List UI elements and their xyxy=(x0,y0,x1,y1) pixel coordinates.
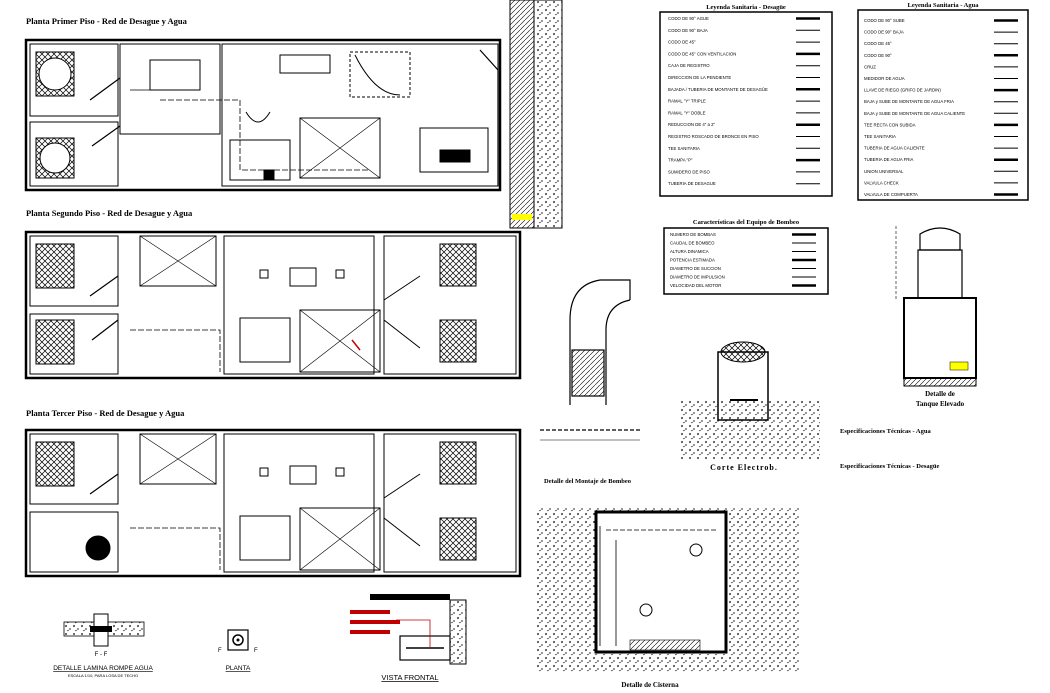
cisterna-detail: Detalle del Montaje de Bombeo Detalle de… xyxy=(536,478,800,689)
pump-table: Características del Equipo de Bombeo xyxy=(663,219,829,295)
legend-drain-item-label: BAJADA / TUBERIA DE MONTANTE DE DESAGÜE xyxy=(668,87,768,92)
spec-water-title: Especificaciones Técnicas - Agua xyxy=(840,428,931,435)
legend-water-item-label: VALVULA CHECK xyxy=(864,180,899,185)
legend-water-item-label: CRUZ xyxy=(864,64,876,69)
legend-drain-item-label: CODO DE 45° CON VENTILACION xyxy=(668,51,736,56)
vista-frontal-detail: VISTA FRONTAL xyxy=(350,594,467,682)
detalle-lamina-sub: ESCALA 1/10, PARA LOSA DE TECHO xyxy=(68,673,138,678)
legend-drain-item-label: TRAMPA "P" xyxy=(668,158,693,163)
pump-pipe-detail xyxy=(540,279,640,441)
legend-water-item-label: TEE RECTA CON SUBIDA xyxy=(864,122,916,127)
legend-water-rows: CODO DE 90° SUBE CODO DE 90° BAJA CODO DE … xyxy=(864,18,1018,197)
floor-plan-2 xyxy=(24,230,522,380)
legend-drain-item-label: TUBERIA DE DESAGUE xyxy=(668,181,716,186)
floor-plan-1 xyxy=(24,38,502,192)
legend-water-item-label: BAJA y SUBE DE MONTANTE DE AGUA CALIENTE xyxy=(864,111,965,116)
legend-drain-item-label: CODO DE 90° BAJA xyxy=(668,28,708,33)
legend-water-title: Leyenda Sanitaria - Agua xyxy=(908,2,980,9)
legend-water-item-label: TEE SANITARIA xyxy=(864,134,896,139)
tanque-elevado-detail: Detalle de Tanque Elevado xyxy=(895,226,977,408)
planta-label: PLANTA xyxy=(226,665,251,672)
tanque-elevado-label: Tanque Elevado xyxy=(916,400,965,408)
wall-section-strip xyxy=(509,0,563,229)
ff-label: F - F xyxy=(95,652,108,658)
detalle-lamina-label: DETALLE LAMINA ROMPE AGUA xyxy=(53,665,153,672)
detalle-tanque-label: Detalle de xyxy=(925,390,955,398)
lamina-rompe-agua-detail: F - F DETALLE LAMINA ROMPE AGUA ESCALA 1… xyxy=(53,613,153,678)
detalle-cisterna-label: Detalle de Cisterna xyxy=(621,681,679,689)
montaje-bombeo-label: Detalle del Montaje de Bombeo xyxy=(544,478,631,485)
legend-water-item-label: UNION UNIVERSAL xyxy=(864,169,904,174)
planta-detail: F F PLANTA xyxy=(218,629,258,672)
legend-water-item-label: BAJA y SUBE DE MONTANTE DE AGUA FRIA xyxy=(864,99,954,104)
highlight-marker xyxy=(512,214,532,220)
corte-electrob-detail: Corte Electrob. xyxy=(680,341,820,472)
f-right: F xyxy=(254,648,258,654)
legend-water-item-label: CODO DE 45° xyxy=(864,41,892,46)
pump-row-label: ALTURA DINAMICA xyxy=(670,249,709,254)
legend-water-item-label: LLAVE DE RIEGO (GRIFO DE JARDIN) xyxy=(864,88,941,93)
legend-drain-item-label: CAJA DE REGISTRO xyxy=(668,63,710,68)
pump-row-label: DIAMETRO DE IMPULSION xyxy=(670,275,725,280)
pump-table-title: Características del Equipo de Bombeo xyxy=(693,219,799,226)
legend-water-item-label: CODO DE 90° SUBE xyxy=(864,18,905,23)
legend-water: Leyenda Sanitaria - Agua xyxy=(857,2,1029,201)
spec-drain-title: Especificaciones Técnicas - Desagüe xyxy=(840,463,939,470)
legend-drain-item-label: CODO DE 90° AGUE xyxy=(668,16,709,21)
legend-drain-item-label: RAMAL "Y" DOBLE xyxy=(668,110,706,115)
tank-highlight xyxy=(949,361,969,371)
vista-frontal-label: VISTA FRONTAL xyxy=(381,673,438,682)
pump-row-label: VELOCIDAD DEL MOTOR xyxy=(670,283,721,288)
legend-drain-item-label: TEE SANITARIA xyxy=(668,146,700,151)
specifications: Especificaciones Técnicas - Agua Especif… xyxy=(840,428,939,470)
legend-water-item-label: TUBERIA DE AGUA CALIENTE xyxy=(864,146,925,151)
legend-water-item-label: CODO DE 90° BAJA xyxy=(864,30,904,35)
floor1-title: Planta Primer Piso - Red de Desague y Ag… xyxy=(26,16,188,26)
legend-water-item-label: CODO DE 90° xyxy=(864,53,892,58)
legend-drain-item-label: CODO DE 45° xyxy=(668,40,696,45)
legend-water-item-label: MEDIDOR DE AGUA xyxy=(864,76,905,81)
floor2-title: Planta Segundo Piso - Red de Desague y A… xyxy=(26,208,193,218)
floor-plan-3 xyxy=(24,428,522,578)
legend-drain-item-label: REGISTRO ROSCADO DE BRONCE EN PISO xyxy=(668,134,759,139)
pump-table-rows: NUMERO DE BOMBAS CAUDAL DE BOMBEO ALTURA D… xyxy=(670,232,816,288)
legend-drain: Leyenda Sanitaria - Desagüe xyxy=(659,4,833,197)
pump-row-label: DIAMETRO DE SUCCION xyxy=(670,266,721,271)
pump-row-label: POTENCIA ESTIMADA xyxy=(670,258,715,263)
legend-drain-title: Leyenda Sanitaria - Desagüe xyxy=(706,4,786,11)
pump-row-label: CAUDAL DE BOMBEO xyxy=(670,241,715,246)
legend-water-item-label: VALVULA DE COMPUERTA xyxy=(864,192,918,197)
legend-drain-item-label: SUMIDERO DE PISO xyxy=(668,169,710,174)
pump-row-label: NUMERO DE BOMBAS xyxy=(670,232,716,237)
legend-drain-item-label: DIRECCION DE LA PENDIENTE xyxy=(668,75,731,80)
legend-water-item-label: TUBERIA DE AGUA FRIA xyxy=(864,157,914,162)
legend-drain-item-label: REDUCCION DE 4" a 2" xyxy=(668,122,715,127)
floor3-title: Planta Tercer Piso - Red de Desague y Ag… xyxy=(26,408,185,418)
corte-electrob-label: Corte Electrob. xyxy=(710,463,778,472)
legend-drain-rows: CODO DE 90° AGUE CODO DE 90° BAJA CODO DE … xyxy=(668,16,820,186)
legend-drain-item-label: RAMAL "Y" TRIPLE xyxy=(668,99,706,104)
f-left: F xyxy=(218,648,222,654)
